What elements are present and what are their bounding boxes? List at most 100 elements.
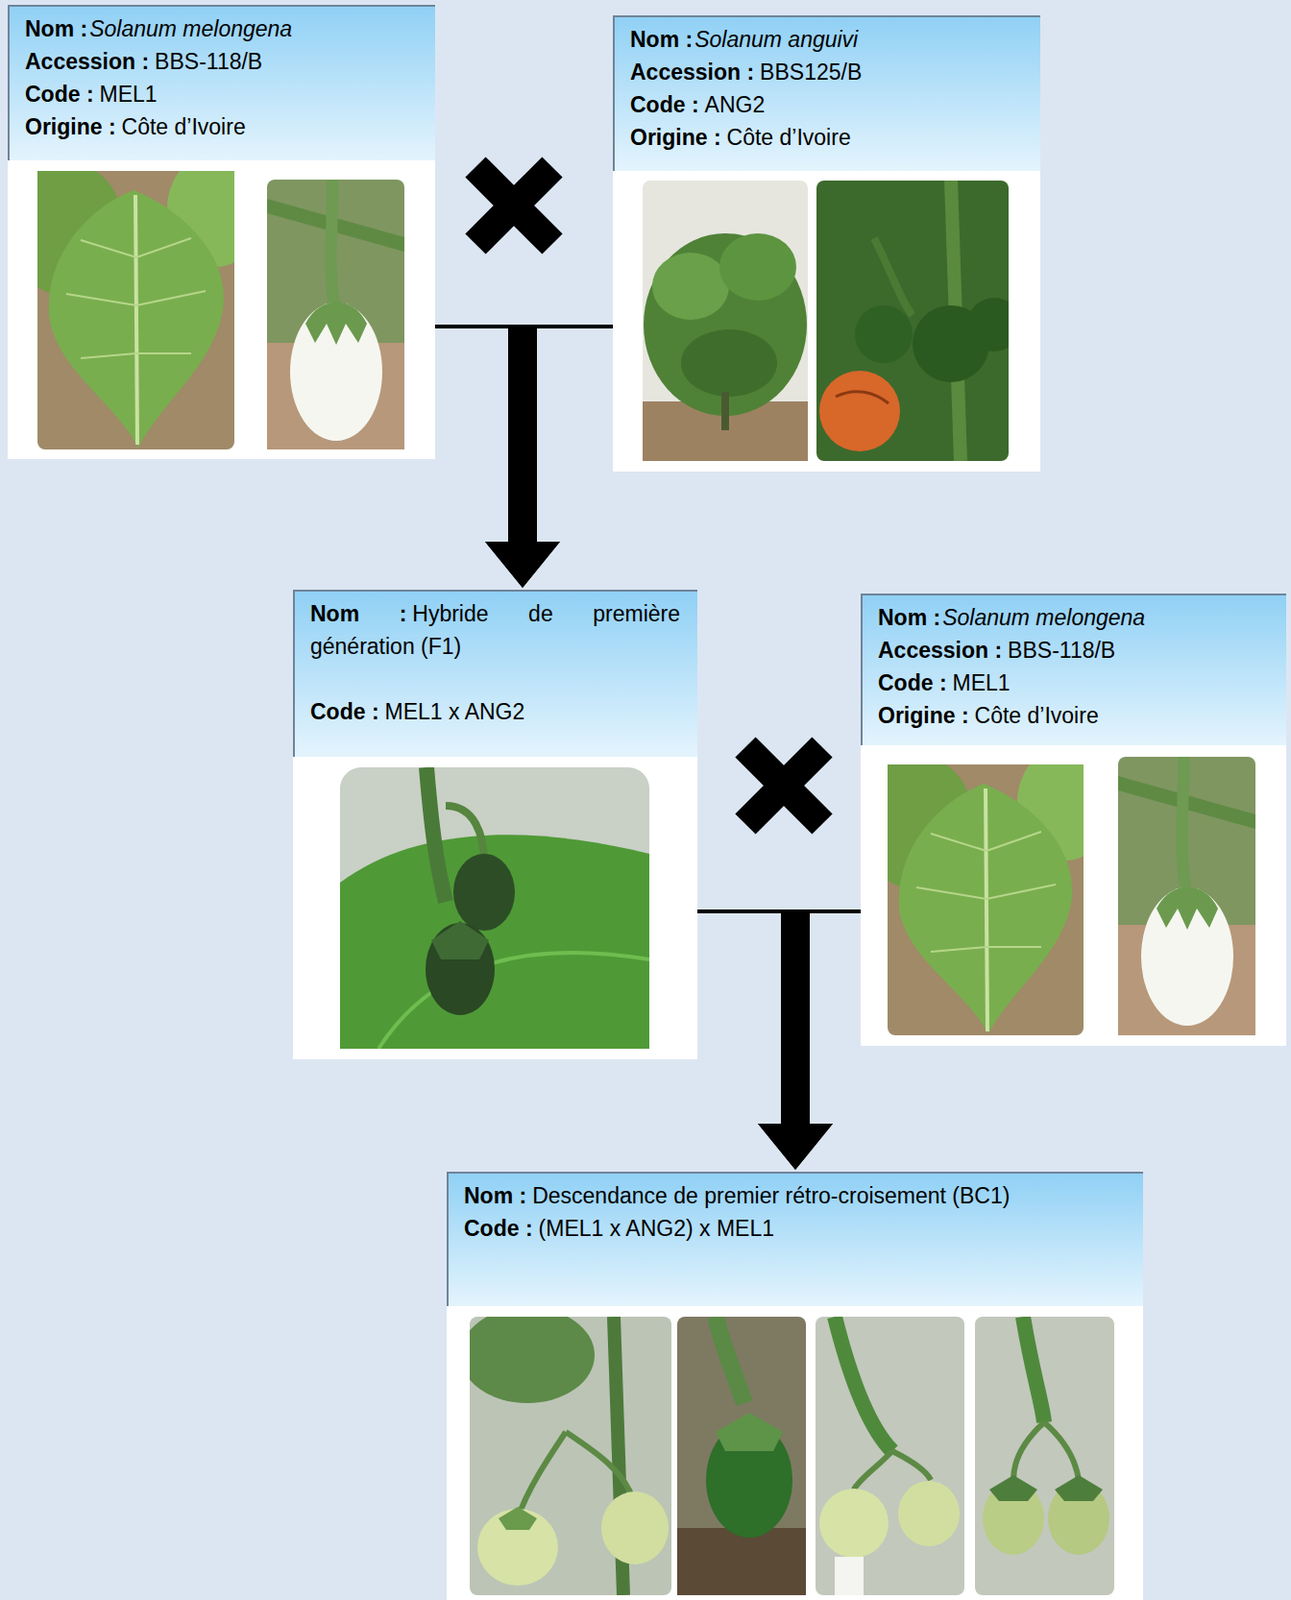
berries-photo-part bbox=[854, 305, 913, 364]
leaf-photo-part bbox=[985, 788, 988, 1032]
field-value: Descendance de premier rétro-croisement … bbox=[532, 1183, 1010, 1209]
card bbox=[7, 4, 436, 460]
plant-photo-part bbox=[652, 252, 730, 320]
hybrid-fruit-photo-part bbox=[426, 767, 446, 902]
card-line: Nom :Solanum melongena bbox=[877, 601, 1269, 634]
backcross-photo-part bbox=[1054, 1475, 1103, 1502]
field-value: MEL1 bbox=[952, 670, 1011, 696]
fruit-photo-part bbox=[290, 302, 383, 441]
fruit-photo-part bbox=[1156, 887, 1218, 931]
card-line: Origine :Côte d’Ivoire bbox=[877, 699, 1269, 732]
backcross-photo-part bbox=[715, 1316, 745, 1404]
field-label: Code : bbox=[310, 699, 380, 725]
backcross-photo bbox=[815, 1316, 965, 1596]
fruit-photo-part bbox=[1141, 887, 1234, 1026]
field-value: BBS-118/B bbox=[1007, 637, 1116, 663]
accession-card: Nom :Solanum melongenaAccession :BBS-118… bbox=[860, 593, 1287, 1047]
berries-photo-part bbox=[967, 297, 1022, 352]
leaf-photo bbox=[858, 745, 1114, 1036]
fruit-photo bbox=[1118, 756, 1256, 1036]
hybrid-fruit-photo-part bbox=[453, 853, 515, 931]
arrow-shaft bbox=[508, 324, 537, 542]
leaf-photo-part bbox=[48, 190, 224, 448]
accession-card: Nom :Hybride de première génération (F1)… bbox=[292, 589, 698, 1060]
cross-symbol-part bbox=[745, 747, 823, 825]
backcross-photo-part bbox=[892, 1451, 931, 1481]
field-value: (MEL1 x ANG2) x MEL1 bbox=[538, 1216, 775, 1242]
backcross-photo-part bbox=[834, 1557, 864, 1596]
card-line: Code :MEL1 x ANG2 bbox=[310, 695, 681, 729]
cross-symbol-part bbox=[475, 167, 553, 244]
backcross-photo bbox=[677, 1316, 806, 1596]
backcross-photo-part bbox=[898, 1481, 960, 1547]
arrow-head bbox=[485, 541, 561, 588]
backcross-photo-part bbox=[974, 1316, 1115, 1596]
hybrid-fruit-photo bbox=[340, 767, 650, 1049]
hybrid-fruit-photo-part bbox=[340, 834, 650, 1049]
backcross-photo-part bbox=[1023, 1316, 1045, 1423]
card-line: Nom :Solanum anguivi bbox=[630, 23, 1024, 56]
cross-symbol-part bbox=[745, 747, 823, 825]
backcross-photo-part bbox=[715, 1412, 783, 1452]
cross-symbol bbox=[745, 747, 823, 825]
card-line: Nom :Hybride de première génération (F1) bbox=[310, 597, 681, 663]
backcross-photo-part bbox=[677, 1316, 806, 1596]
field-label: Origine : bbox=[630, 124, 722, 150]
berries-photo-part bbox=[874, 238, 913, 316]
cross-arrow bbox=[697, 909, 833, 1170]
berries-photo-part bbox=[835, 391, 889, 404]
plant-photo bbox=[642, 180, 808, 462]
plant-photo-part bbox=[643, 233, 807, 416]
accession-card: Nom :Descendance de premier rétro-croise… bbox=[446, 1171, 1144, 1600]
card-header: Nom :Solanum melongenaAccession :BBS-118… bbox=[7, 4, 436, 161]
field-label: Nom : bbox=[877, 605, 941, 631]
field-value: Côte d’Ivoire bbox=[974, 703, 1099, 729]
field-value: Solanum anguivi bbox=[694, 26, 858, 52]
card-header: Nom :Solanum melongenaAccession :BBS-118… bbox=[860, 593, 1287, 746]
backcross-photo-part bbox=[1044, 1422, 1079, 1481]
field-value: MEL1 bbox=[99, 81, 158, 107]
backcross-photo-part bbox=[517, 1432, 566, 1519]
leaf-photo-part bbox=[66, 238, 206, 359]
backcross-photo-part bbox=[565, 1432, 634, 1500]
backcross-photo bbox=[460, 1307, 672, 1596]
leaf-photo-part bbox=[135, 194, 138, 445]
field-label: Accession : bbox=[630, 59, 755, 85]
plant-photo-part bbox=[721, 391, 730, 431]
backcross-photo-part bbox=[853, 1451, 893, 1490]
card-line: Nom :Solanum melongena bbox=[24, 12, 418, 46]
fruit-photo-part bbox=[267, 179, 405, 450]
field-value: Solanum melongena bbox=[942, 605, 1145, 631]
card-header: Nom :Descendance de premier rétro-croise… bbox=[446, 1171, 1144, 1307]
card-line: Origine :Côte d’Ivoire bbox=[630, 121, 1024, 154]
arrow-shaft bbox=[780, 909, 810, 1124]
backcross-photo-part bbox=[601, 1491, 669, 1565]
field-value: ANG2 bbox=[705, 92, 766, 118]
field-label: Nom : bbox=[310, 601, 407, 627]
field-label: Code : bbox=[463, 1216, 534, 1242]
accession-card: Nom :Solanum melongenaAccession :BBS-118… bbox=[7, 4, 436, 460]
card bbox=[612, 15, 1041, 472]
leaf-photo bbox=[8, 151, 264, 450]
card-line: Accession :BBS125/B bbox=[630, 55, 1024, 89]
fruit-photo-part bbox=[1118, 756, 1256, 1036]
field-label: Origine : bbox=[24, 114, 117, 140]
card bbox=[446, 1171, 1144, 1600]
fruit-photo bbox=[267, 179, 405, 450]
card bbox=[292, 589, 698, 1060]
backcross-photo-part bbox=[834, 1316, 893, 1452]
card-line: Code :ANG2 bbox=[630, 88, 1024, 122]
arrow-head bbox=[757, 1123, 833, 1170]
field-label: Accession : bbox=[24, 48, 149, 74]
arrow-head bbox=[485, 541, 561, 588]
field-label: Code : bbox=[24, 81, 95, 107]
backcross-photo-part bbox=[460, 1307, 595, 1404]
backcross-photo-part bbox=[819, 1488, 889, 1559]
card-line: Nom :Descendance de premier rétro-croise… bbox=[463, 1179, 1126, 1213]
backcross-photo-part bbox=[498, 1507, 537, 1531]
card-line: Accession :BBS-118/B bbox=[877, 633, 1269, 667]
field-label: Accession : bbox=[877, 637, 1002, 663]
